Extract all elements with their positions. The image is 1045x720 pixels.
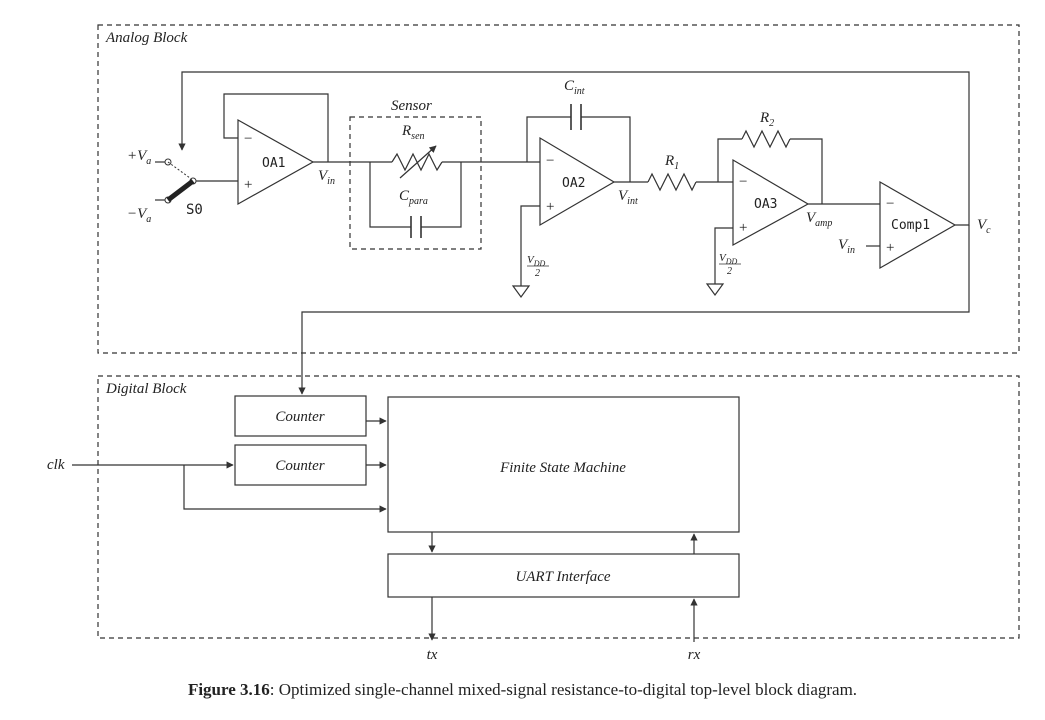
figure-caption-text: : Optimized single-channel mixed-signal …	[269, 680, 858, 699]
opamp-oa2	[539, 136, 616, 227]
comp1-plus: +	[886, 240, 894, 256]
oa1-plus: +	[244, 177, 252, 193]
sensor-box	[349, 116, 482, 250]
sensor-title: Sensor	[391, 98, 432, 114]
r1-label: R1	[664, 153, 679, 172]
digital-block-border	[97, 375, 1020, 639]
oa3-plus: +	[739, 220, 747, 236]
oa3-label: OA3	[754, 197, 777, 212]
rsen-label: Rsen	[401, 123, 425, 142]
counter-1-box	[234, 395, 367, 437]
comparator-comp1	[879, 180, 957, 270]
vdd-half-oa2: VDD	[527, 254, 546, 268]
wire-clk-fsm	[183, 465, 387, 513]
oa2-plus: +	[546, 199, 554, 215]
rx-label: rx	[688, 647, 701, 663]
cint-wire-right	[581, 116, 631, 182]
comp1-label: Comp1	[891, 218, 930, 233]
vdd-half-oa3-den: 2	[727, 266, 732, 277]
opamp-oa1	[237, 118, 315, 206]
uart-box	[387, 553, 740, 598]
counter-1-label: Counter	[275, 409, 324, 425]
vin-label: Vin	[318, 168, 335, 187]
vdd-half-oa3: VDD	[719, 252, 738, 266]
tx-label: tx	[427, 647, 438, 663]
analog-block-title: Analog Block	[105, 30, 188, 46]
cint-wire-left	[526, 116, 571, 162]
comp1-minus: −	[886, 196, 894, 212]
fsm-label: Finite State Machine	[499, 460, 626, 476]
rsen-resistor	[391, 152, 443, 172]
switch-pos-label: +Va	[127, 148, 151, 167]
counter-2-box	[234, 444, 367, 486]
wire-oa1-feedback	[223, 93, 329, 162]
opamp-oa3	[732, 158, 810, 247]
r2-label: R2	[759, 110, 774, 129]
feedback-wire-top	[178, 71, 970, 226]
counter-2-label: Counter	[275, 458, 324, 474]
oa2-ref-wire	[520, 205, 540, 286]
oa3-ref-wire	[714, 227, 733, 284]
vdd-half-oa2-den: 2	[535, 268, 540, 279]
figure-caption-label: Figure 3.16	[187, 680, 270, 699]
vin-comp-label: Vin	[838, 237, 855, 256]
oa2-minus: −	[546, 153, 554, 169]
ground-oa3	[705, 283, 725, 297]
ground-oa2	[511, 285, 531, 299]
cpara-label: Cpara	[399, 188, 428, 207]
oa2-label: OA2	[562, 176, 585, 191]
cint-label: Cint	[564, 78, 585, 97]
clk-label: clk	[47, 457, 65, 473]
cpara-wire-left	[369, 162, 411, 228]
oa1-minus: −	[244, 131, 252, 147]
r2-wire-left	[717, 138, 742, 182]
r1-resistor	[647, 172, 697, 192]
uart-label: UART Interface	[515, 569, 610, 585]
r2-resistor	[741, 129, 791, 149]
vint-label: Vint	[618, 188, 638, 207]
vamp-label: Vamp	[806, 210, 832, 229]
digital-block-title: Digital Block	[105, 381, 187, 397]
oa1-label: OA1	[262, 156, 285, 171]
vc-label: Vc	[977, 217, 991, 236]
switch-neg-label: −Va	[127, 206, 151, 225]
fsm-box	[387, 396, 740, 533]
oa3-minus: −	[739, 174, 747, 190]
feedback-wire-counter	[298, 225, 970, 395]
analog-block-border	[97, 24, 1020, 354]
figure-caption: Figure 3.16: Optimized single-channel mi…	[0, 680, 1045, 700]
switch-label: S0	[186, 202, 203, 218]
r2-wire-right	[790, 138, 823, 204]
cpara-wire-right	[421, 162, 462, 228]
switch-s0	[155, 158, 197, 204]
